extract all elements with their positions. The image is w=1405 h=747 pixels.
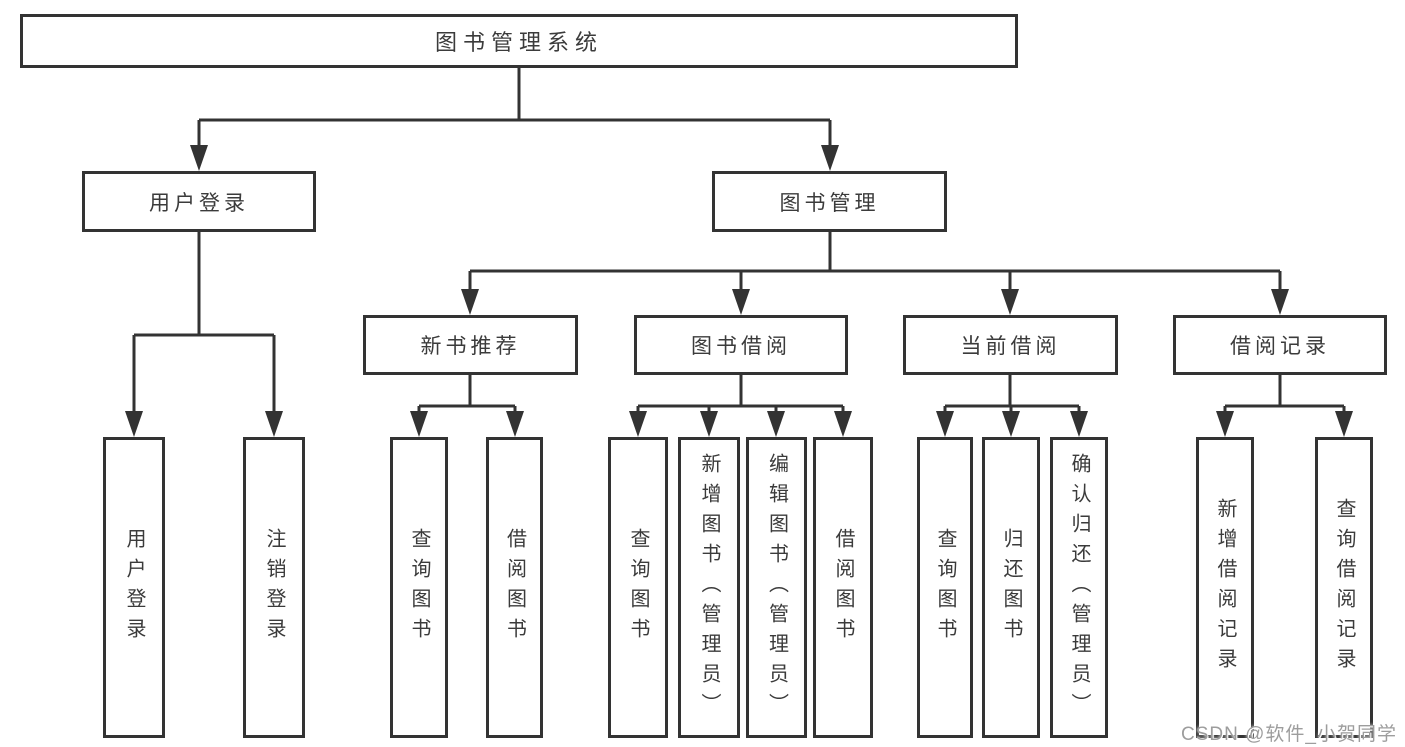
- leaf-add-borrow-record: 新增借阅记录: [1196, 437, 1254, 738]
- leaf-borrow-books-borrow: 借阅图书: [813, 437, 873, 738]
- node-new-book-recommendation: 新书推荐: [363, 315, 578, 375]
- leaf-confirm-return-admin: 确认归还（管理员）: [1050, 437, 1108, 738]
- node-borrowing-records: 借阅记录: [1173, 315, 1387, 375]
- node-book-management-branch: 图书管理: [712, 171, 947, 232]
- csdn-watermark: CSDN @软件_小贺同学: [1181, 724, 1397, 745]
- node-library-management-system: 图书管理系统: [20, 14, 1018, 68]
- leaf-query-books-current: 查询图书: [917, 437, 973, 738]
- leaf-query-books-borrow: 查询图书: [608, 437, 668, 738]
- leaf-query-borrow-record: 查询借阅记录: [1315, 437, 1373, 738]
- leaf-add-book-admin: 新增图书（管理员）: [678, 437, 740, 738]
- node-user-login-branch: 用户登录: [82, 171, 316, 232]
- leaf-return-books: 归还图书: [982, 437, 1040, 738]
- leaf-borrow-books-recommend: 借阅图书: [486, 437, 543, 738]
- leaf-edit-book-admin: 编辑图书（管理员）: [746, 437, 807, 738]
- leaf-user-login: 用户登录: [103, 437, 165, 738]
- node-current-borrowing: 当前借阅: [903, 315, 1118, 375]
- leaf-logout: 注销登录: [243, 437, 305, 738]
- arrowheads: [125, 145, 1353, 437]
- leaf-query-books-recommend: 查询图书: [390, 437, 448, 738]
- node-book-borrowing: 图书借阅: [634, 315, 848, 375]
